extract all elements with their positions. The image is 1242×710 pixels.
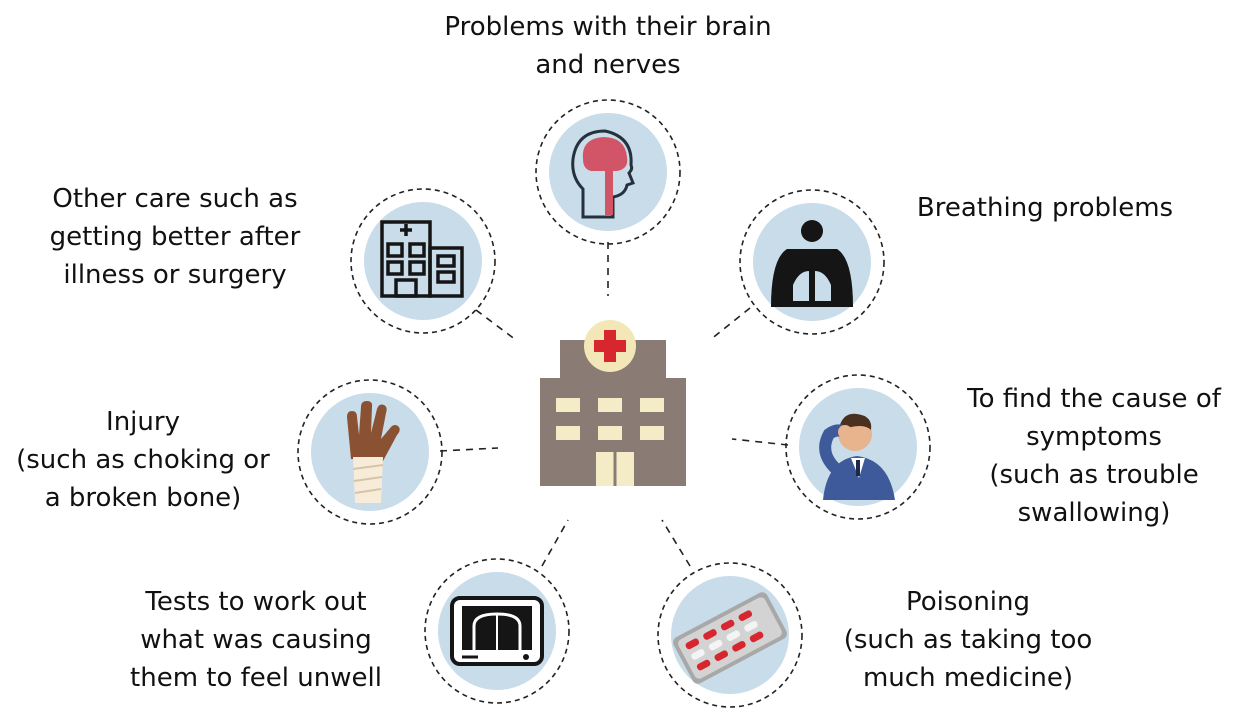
- hospital-building-outline-icon: [350, 188, 496, 334]
- connector-injury: [439, 447, 499, 452]
- node-breathing: [737, 187, 887, 337]
- hospital-building-icon: [538, 318, 688, 492]
- label-breathing: Breathing problems: [916, 193, 1174, 223]
- xray-monitor-icon: [424, 558, 570, 704]
- headache-man-icon: [785, 374, 931, 520]
- label-other-care: Other care such as getting better after …: [49, 184, 301, 290]
- label-brain: Problems with their brain and nerves: [444, 12, 772, 80]
- lungs-torso-icon: [739, 189, 885, 335]
- connector-tests: [541, 519, 569, 567]
- label-tests: Tests to work out what was causing them …: [130, 587, 382, 693]
- bandaged-hand-icon: [297, 379, 443, 525]
- connector-breathing: [709, 307, 751, 341]
- node-tests: [422, 556, 572, 706]
- node-other-care: [348, 186, 498, 336]
- node-brain: [533, 97, 683, 247]
- node-symptoms: [783, 372, 933, 522]
- label-injury: Injury (such as choking or a broken bone…: [16, 407, 270, 513]
- connector-poisoning: [661, 519, 691, 567]
- connector-symptoms: [731, 438, 789, 446]
- connector-other-care: [475, 309, 517, 341]
- node-poisoning: [655, 560, 805, 710]
- label-poisoning: Poisoning (such as taking too much medic…: [843, 587, 1093, 693]
- node-injury: [295, 377, 445, 527]
- brain-head-icon: [535, 99, 681, 245]
- label-symptoms: To find the cause of symptoms (such as t…: [967, 384, 1221, 528]
- pill-blister-icon: [657, 562, 803, 708]
